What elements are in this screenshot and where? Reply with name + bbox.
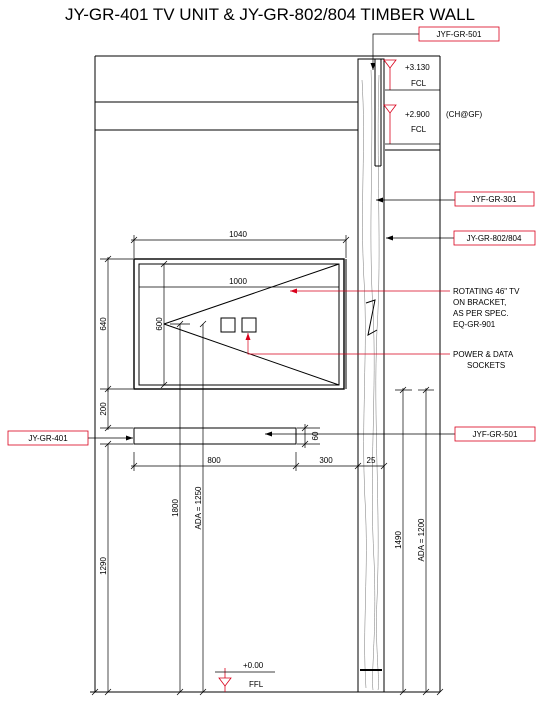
dim-ada-1250: ADA = 1250 (194, 486, 203, 529)
dim-800: 800 (207, 456, 221, 465)
leader-lines (88, 33, 455, 441)
tag-jy-gr-401: JY-GR-401 (7, 430, 89, 446)
dim-60: 60 (311, 431, 320, 440)
level-3130-value: +3.130 (405, 63, 430, 72)
dim-600: 600 (155, 317, 164, 331)
dim-1800: 1800 (171, 499, 180, 517)
dim-1000: 1000 (229, 277, 247, 286)
dim-200: 200 (99, 402, 108, 416)
svg-text:JYF-GR-301: JYF-GR-301 (472, 195, 517, 204)
dimension-lines (91, 235, 444, 696)
tag-jyf-gr-501-shelf: JYF-GR-501 (454, 426, 536, 442)
svg-text:ROTATING 46" TV: ROTATING 46" TV (453, 287, 520, 296)
svg-text:JY-GR-802/804: JY-GR-802/804 (467, 234, 522, 243)
dim-ada-1200: ADA = 1200 (417, 518, 426, 561)
svg-text:ON BRACKET,: ON BRACKET, (453, 298, 506, 307)
level-marker-3130: +3.130 FCL (383, 59, 440, 91)
level-marker-ffl: +0.00 FFL (215, 661, 275, 692)
wall-outline (90, 55, 441, 693)
dim-1290: 1290 (99, 557, 108, 575)
svg-text:EQ-GR-901: EQ-GR-901 (453, 320, 496, 329)
level-ffl-value: +0.00 (243, 661, 264, 670)
svg-text:POWER & DATA: POWER & DATA (453, 350, 514, 359)
svg-text:JYF-GR-501: JYF-GR-501 (473, 430, 518, 439)
tv-annotation: ROTATING 46" TV ON BRACKET, AS PER SPEC.… (453, 287, 520, 329)
level-2900-note: (CH@GF) (446, 110, 482, 119)
timber-wall-panel (357, 58, 385, 693)
dim-25: 25 (367, 456, 376, 465)
dim-1490: 1490 (394, 531, 403, 549)
tag-jy-gr-802-804: JY-GR-802/804 (453, 230, 536, 246)
level-2900-label: FCL (411, 125, 427, 134)
tag-jyf-gr-301: JYF-GR-301 (454, 191, 535, 207)
level-marker-2900: +2.900 (CH@GF) FCL (383, 104, 482, 145)
data-socket (241, 317, 257, 333)
svg-text:SOCKETS: SOCKETS (467, 361, 505, 370)
power-annotation: POWER & DATA SOCKETS (453, 350, 514, 370)
tv-frame (133, 258, 347, 390)
dim-1040: 1040 (229, 230, 247, 239)
dim-640: 640 (99, 317, 108, 331)
svg-text:JY-GR-401: JY-GR-401 (28, 434, 68, 443)
level-ffl-label: FFL (249, 680, 264, 689)
tag-jyf-gr-501-top: JYF-GR-501 (418, 26, 500, 42)
level-3130-label: FCL (411, 79, 427, 88)
drawing-title: JY-GR-401 TV UNIT & JY-GR-802/804 TIMBER… (65, 5, 475, 24)
dimension-texts: 1040 1000 640 200 1290 600 1800 ADA = 12… (99, 230, 426, 575)
svg-text:JYF-GR-501: JYF-GR-501 (437, 30, 482, 39)
svg-text:AS PER SPEC.: AS PER SPEC. (453, 309, 509, 318)
dim-300: 300 (319, 456, 333, 465)
tv-shelf (133, 427, 297, 445)
level-2900-value: +2.900 (405, 110, 430, 119)
power-socket (220, 317, 236, 333)
